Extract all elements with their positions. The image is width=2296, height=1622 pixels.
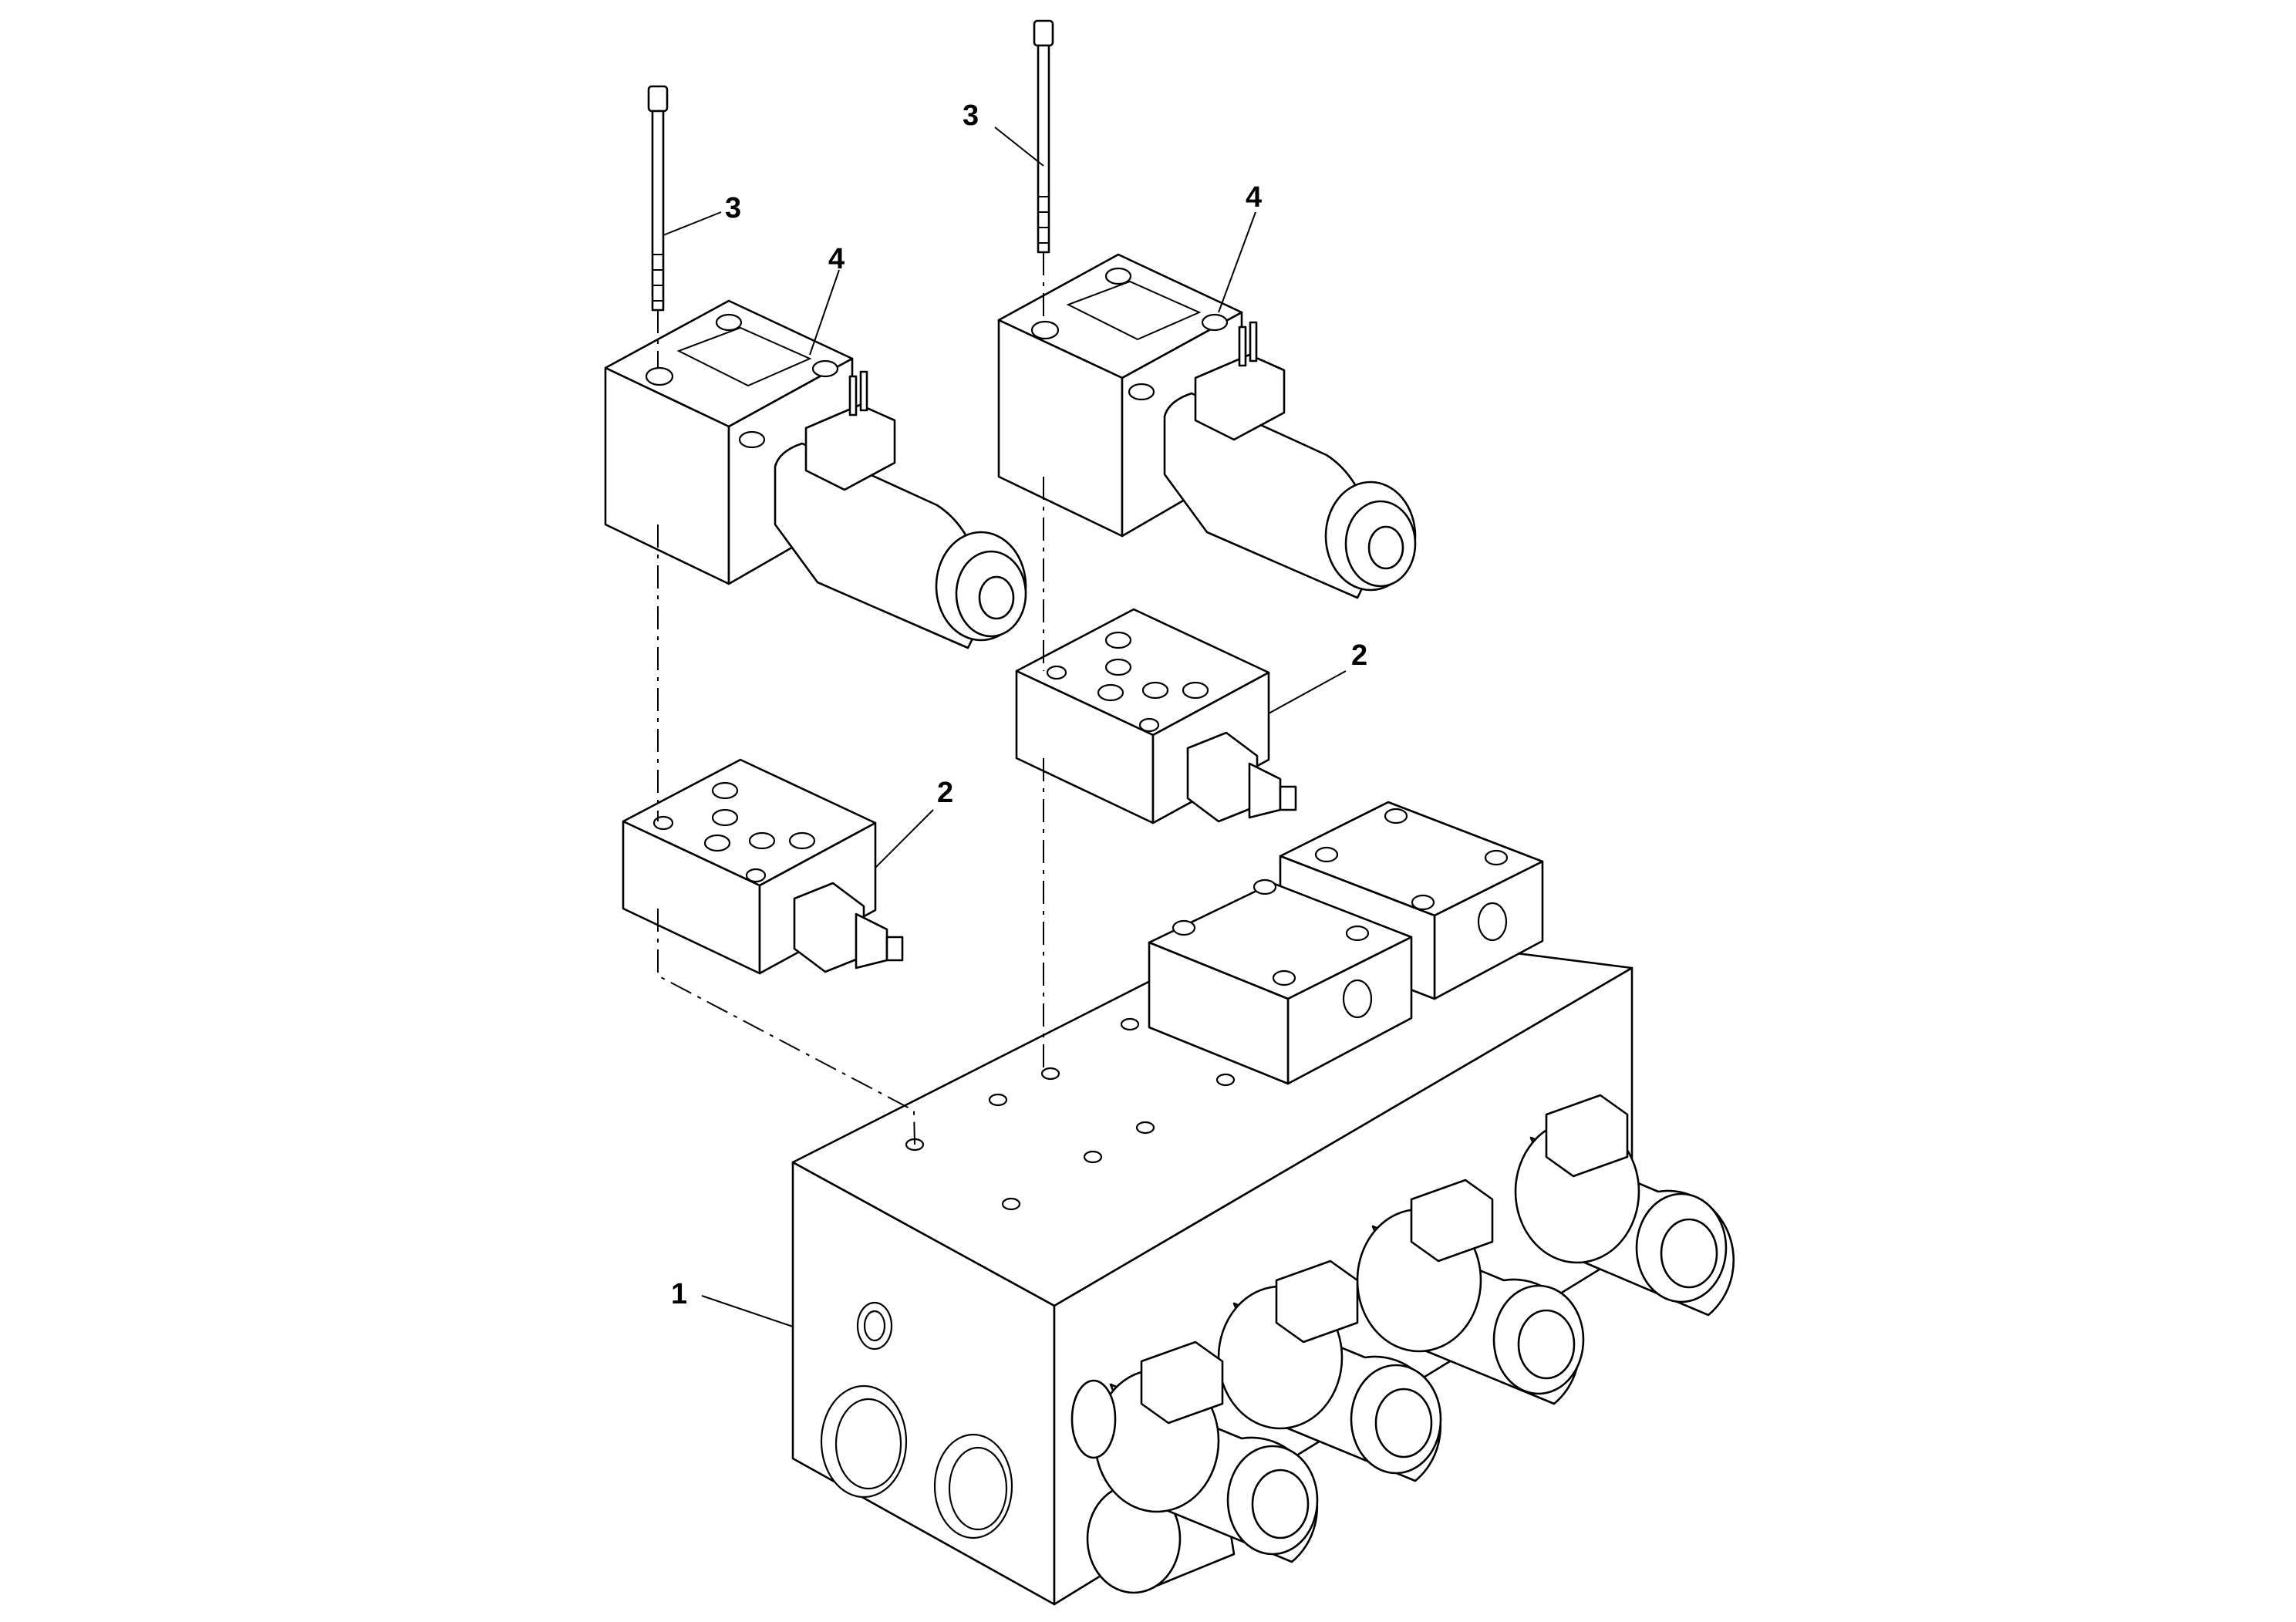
callout-2-right: 2 [1351, 639, 1367, 672]
sandwich-plate-right [1015, 608, 1297, 824]
callout-4-right: 4 [1246, 181, 1262, 214]
manifold-top-holes [905, 1017, 1236, 1211]
manifold-solenoid-1 [1070, 1340, 1319, 1563]
right-valve-stack [997, 19, 1417, 824]
manifold-solenoid-valves [1070, 1094, 1735, 1563]
directional-valve-right [997, 253, 1417, 599]
callout-3-right: 3 [963, 99, 979, 132]
sandwich-plate-left [622, 758, 904, 975]
callout-3-left: 3 [725, 192, 741, 224]
callout-4-left: 4 [828, 243, 845, 275]
mounted-plate-left [1148, 878, 1413, 1085]
callouts: 1 2 2 3 3 4 4 [671, 99, 1367, 1310]
manifold-solenoid-3 [1356, 1179, 1585, 1405]
bolt-right [1033, 19, 1054, 254]
left-valve-stack [604, 85, 1027, 975]
bolt-left [647, 85, 669, 312]
leader-lines [663, 126, 1347, 1327]
assembly-lines [657, 252, 1044, 1145]
directional-valve-left [604, 299, 1027, 649]
manifold-side-ports [820, 1301, 1013, 1539]
manifold-solenoid-4 [1514, 1094, 1735, 1317]
manifold-solenoid-2 [1217, 1259, 1442, 1482]
callout-2-left: 2 [937, 777, 953, 809]
callout-1: 1 [671, 1278, 687, 1310]
